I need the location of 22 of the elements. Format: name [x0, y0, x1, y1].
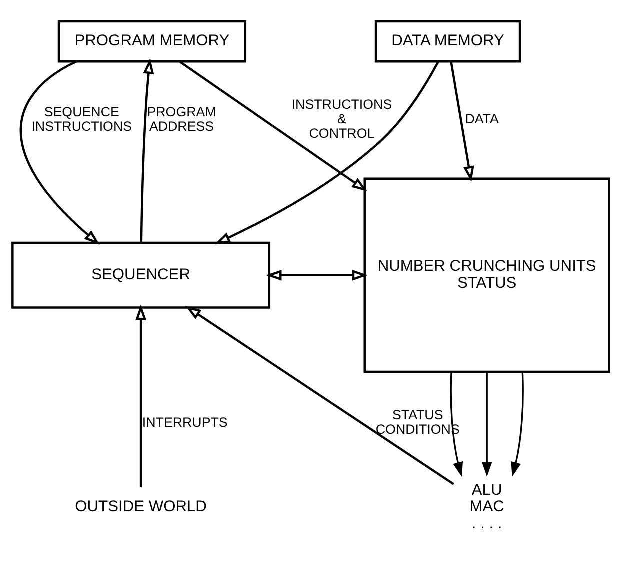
edge-label: DATA: [465, 111, 499, 126]
arrow: [136, 304, 147, 487]
arrow: [186, 306, 454, 485]
arrow: [450, 372, 464, 476]
arrow: [266, 269, 368, 280]
node-box: NUMBER CRUNCHING UNITS STATUS: [364, 177, 610, 373]
arrow: [140, 58, 154, 242]
edge-label: SEQUENCE INSTRUCTIONS: [32, 104, 132, 134]
edge-label: INTERRUPTS: [142, 414, 228, 430]
arrow: [20, 60, 100, 244]
edge-label: INSTRUCTIONS & CONTROL: [292, 96, 392, 141]
node-box: SEQUENCER: [12, 241, 271, 308]
node-box: DATA MEMORY: [374, 20, 522, 62]
node-text: ALU MAC . . . .: [470, 481, 504, 532]
arrow: [511, 372, 524, 476]
node-text: OUTSIDE WORLD: [75, 498, 207, 516]
node-box: PROGRAM MEMORY: [58, 20, 247, 62]
arrow: [179, 60, 368, 192]
arrow: [450, 61, 474, 182]
edge-label: PROGRAM ADDRESS: [147, 104, 216, 134]
arrow: [482, 372, 492, 476]
arrow: [214, 60, 440, 244]
